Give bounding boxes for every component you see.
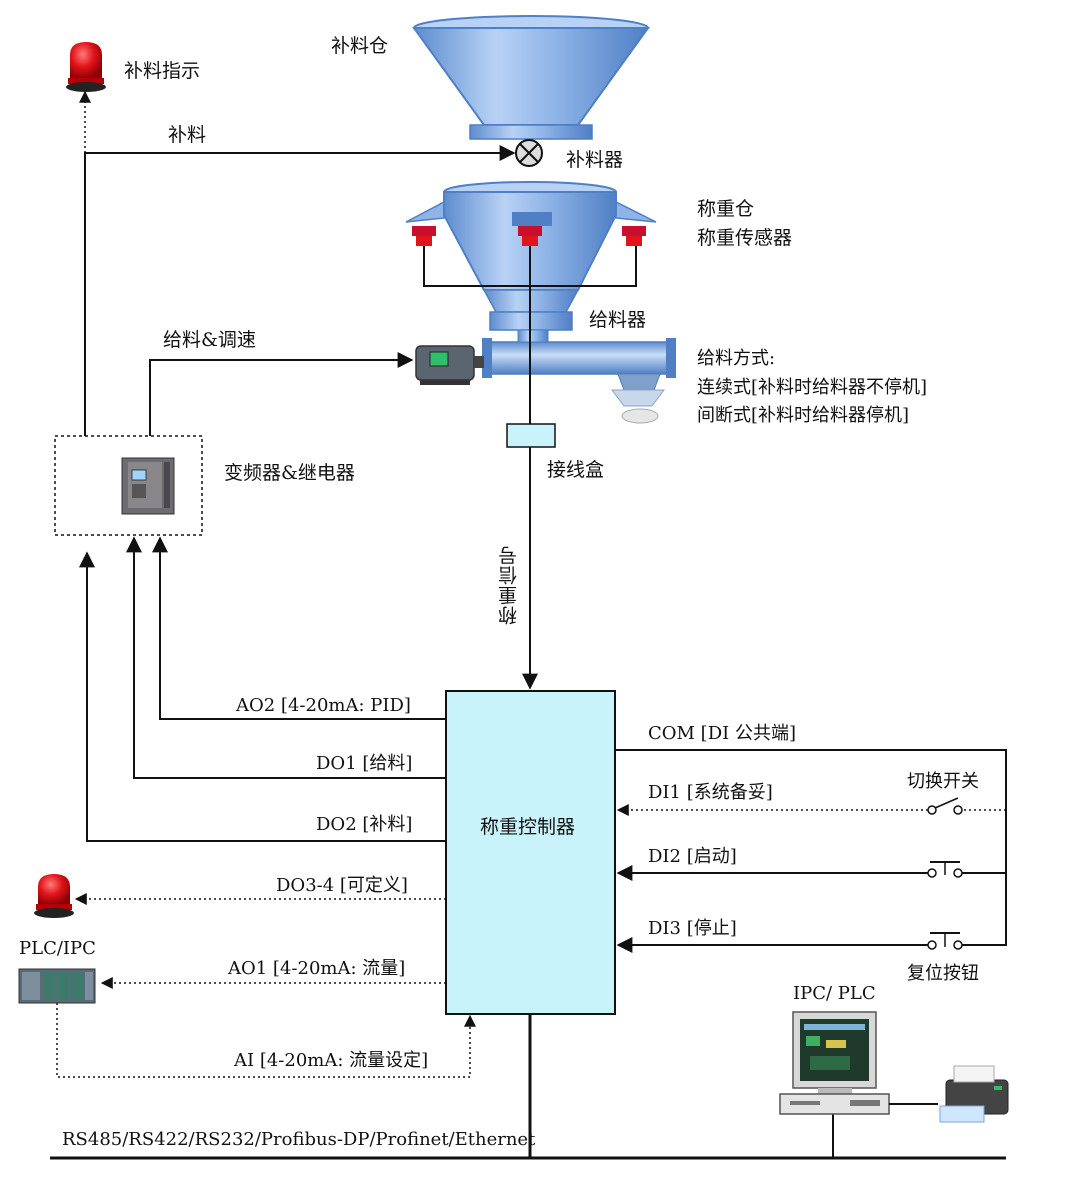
- refill-hopper: [412, 15, 650, 140]
- feed-speed-line: [149, 352, 414, 436]
- ipc-plc-right-label: IPC/ PLC: [793, 983, 876, 1004]
- plc-left-icon: [18, 968, 96, 1004]
- plc-left-label: PLC/IPC: [19, 938, 96, 959]
- ao1-label: AO1 [4-20mA: 流量]: [228, 958, 406, 979]
- junction-box: [506, 423, 556, 448]
- refill-line-label: 补料: [168, 124, 207, 146]
- refill-indicator-beacon-icon: [66, 42, 106, 92]
- refill-indicator-label: 补料指示: [124, 60, 201, 82]
- switch-label: 切换开关: [907, 771, 979, 792]
- screw-feeder: [482, 329, 676, 424]
- ao2-label: AO2 [4-20mA: PID]: [236, 695, 411, 716]
- vfd-icon: [121, 457, 175, 515]
- selector-switch-icon: [927, 797, 963, 815]
- fieldbus-label: RS485/RS422/RS232/Profibus-DP/Profinet/E…: [62, 1129, 536, 1150]
- do2-line: [79, 551, 446, 842]
- stop-button-icon: [927, 932, 963, 950]
- feeder-motor-icon: [415, 345, 484, 385]
- load-cells-label: 称重传感器: [697, 227, 793, 249]
- di1-label: DI1 [系统备妥]: [648, 782, 773, 803]
- com-line: [615, 749, 1007, 946]
- com-label: COM [DI 公共端]: [648, 723, 796, 744]
- load-cell-center: [518, 226, 542, 246]
- start-button-icon: [927, 861, 963, 878]
- refill-feeder-label: 补料器: [566, 149, 624, 171]
- ai-label: AI [4-20mA: 流量设定]: [234, 1050, 429, 1071]
- vfd-relay-label: 变频器&继电器: [224, 462, 355, 484]
- feed-speed-label: 给料&调速: [163, 329, 256, 351]
- weigh-signal-label: 称重信号: [498, 545, 520, 625]
- weigh-hopper: [405, 181, 657, 331]
- reset-button-label: 复位按钮: [907, 963, 979, 984]
- refill-hopper-label: 补料仓: [331, 35, 389, 57]
- vfd-relay-box: [54, 435, 203, 536]
- load-cell-left: [412, 226, 436, 246]
- feeder-label: 给料器: [589, 309, 647, 331]
- feed-mode-intermittent: 间断式[补料时给料器停机]: [697, 405, 910, 426]
- do1-line: [126, 536, 446, 779]
- refill-feeder-valve: [515, 139, 543, 167]
- junction-box-label: 接线盒: [547, 459, 605, 481]
- di2-label: DI2 [启动]: [648, 846, 737, 867]
- feed-mode-continuous: 连续式[补料时给料器不停机]: [697, 377, 928, 398]
- ipc-computer-icon: [779, 1011, 890, 1115]
- di3-label: DI3 [停止]: [648, 918, 737, 939]
- printer-icon: [939, 1065, 1009, 1123]
- weigh-hopper-label: 称重仓: [697, 198, 755, 220]
- feed-mode-title: 给料方式:: [697, 348, 776, 369]
- ao2-line: [152, 536, 446, 720]
- controller-label: 称重控制器: [480, 816, 576, 838]
- do1-label: DO1 [给料]: [316, 753, 413, 774]
- ai-line: [56, 1003, 476, 1078]
- do34-label: DO3-4 [可定义]: [276, 875, 408, 896]
- do2-label: DO2 [补料]: [316, 814, 413, 835]
- load-cell-right: [622, 226, 646, 246]
- alarm-beacon-icon: [34, 874, 74, 918]
- weighing-controller: [445, 690, 616, 1015]
